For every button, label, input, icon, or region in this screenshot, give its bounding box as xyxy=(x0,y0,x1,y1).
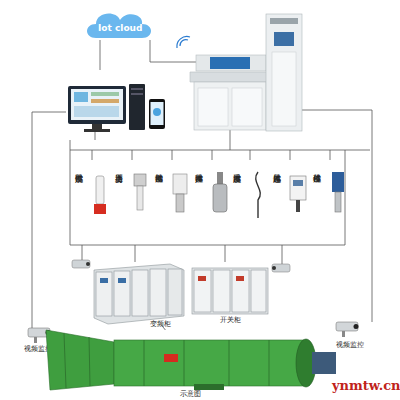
sensor-node: 压力变送器 xyxy=(114,162,150,226)
sensor-symbol xyxy=(74,162,110,226)
fan-caption: 示意图 xyxy=(180,391,201,398)
cabinet-label: 开关柜 xyxy=(220,317,241,324)
sensor-node: 振动传感器 xyxy=(154,162,190,226)
sensor-symbol xyxy=(232,162,268,226)
camera-node: 视频监控 xyxy=(330,318,374,354)
sensor-node: 噪声传感器 xyxy=(194,162,230,226)
switch-cabinet: 开关柜 xyxy=(190,262,270,326)
sensor-node: 温度传感器 xyxy=(232,162,268,226)
watermark: ynmtw.cn xyxy=(332,378,400,393)
node-shape xyxy=(44,326,340,400)
frequency-cabinet: 变频柜 xyxy=(90,262,186,330)
sensor-symbol xyxy=(272,162,308,226)
cabinet-label: 变频柜 xyxy=(150,321,171,328)
node-shape xyxy=(90,262,186,330)
sensor-node: 位移传感器 xyxy=(312,162,348,226)
fan-node: 示意图 xyxy=(44,326,340,400)
camera-label: 视频监控 xyxy=(336,342,364,349)
sensor-symbol xyxy=(312,162,348,226)
cloud-node: Iot cloud xyxy=(82,8,154,42)
sensor-symbol xyxy=(114,162,150,226)
cloud-label: Iot cloud xyxy=(98,24,142,33)
sensor-symbol xyxy=(194,162,230,226)
sensor-node: 甲烷传感器 xyxy=(74,162,110,226)
sensor-symbol xyxy=(154,162,190,226)
sensor-node: 风速传感器 xyxy=(272,162,308,226)
